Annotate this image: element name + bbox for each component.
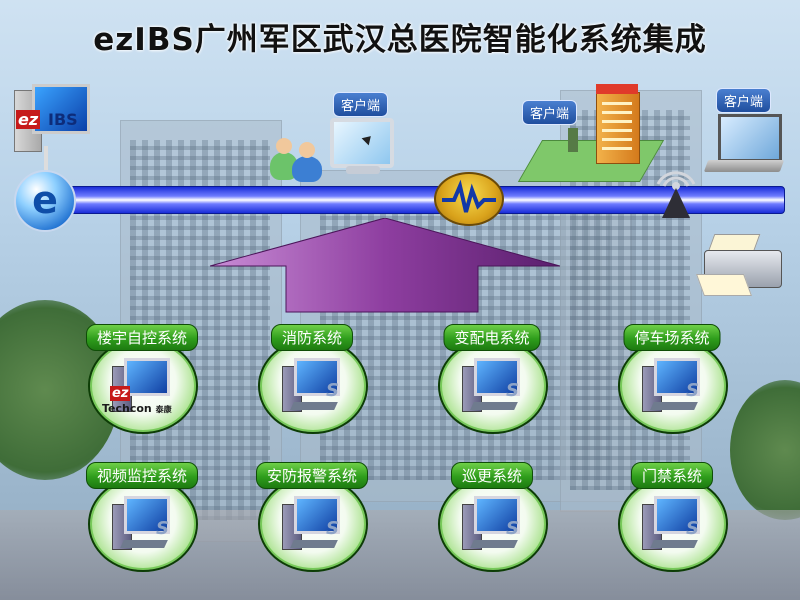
subsystem-power-distribution[interactable]: S 变配电系统 xyxy=(438,324,548,434)
subsystem-security-alarm[interactable]: S 安防报警系统 xyxy=(255,462,369,572)
computer-icon: S xyxy=(282,358,346,418)
subsystem-parking[interactable]: S 停车场系统 xyxy=(618,324,728,434)
computer-icon: S xyxy=(282,496,346,556)
client-label-2: 客户端 xyxy=(522,100,578,125)
vendor-logo-cn: 泰康 xyxy=(155,405,172,414)
subsystem-building-automation[interactable]: ez Techcon 泰康 楼宇自控系统 xyxy=(85,324,199,434)
client-label-3: 客户端 xyxy=(716,88,772,113)
server-icon: ez xyxy=(110,358,176,418)
building-icon xyxy=(517,80,665,185)
server-badge: ez xyxy=(16,110,41,129)
subsystem-label: 消防系统 xyxy=(270,324,354,351)
ie-icon: e xyxy=(14,170,76,232)
subsystem-label: 安防报警系统 xyxy=(255,462,369,489)
computer-icon: S xyxy=(462,496,526,556)
wireless-icon xyxy=(650,160,702,222)
page-title: ezIBS广州军区武汉总医院智能化系统集成 xyxy=(93,22,707,58)
upward-arrow xyxy=(209,217,561,322)
computer-icon: S xyxy=(462,358,526,418)
subsystem-label: 巡更系统 xyxy=(450,462,534,489)
printer-icon xyxy=(695,234,782,296)
subsystem-label: 变配电系统 xyxy=(443,324,541,351)
signal-icon xyxy=(434,172,504,226)
subsystem-patrol[interactable]: S 巡更系统 xyxy=(438,462,548,572)
monitor-icon xyxy=(330,118,394,168)
computer-icon: S xyxy=(112,496,176,556)
computer-icon: S xyxy=(642,358,706,418)
vendor-logo: Techcon xyxy=(102,402,152,415)
computer-icon: S xyxy=(642,496,706,556)
users-icon xyxy=(270,132,330,182)
subsystem-label: 楼宇自控系统 xyxy=(85,324,199,351)
server-icon: ez IBS xyxy=(14,84,90,174)
subsystem-video-surveillance[interactable]: S 视频监控系统 xyxy=(85,462,199,572)
subsystem-label: 门禁系统 xyxy=(630,462,714,489)
subsystem-label: 停车场系统 xyxy=(623,324,721,351)
subsystem-label: 视频监控系统 xyxy=(85,462,199,489)
server-brand: IBS xyxy=(48,110,78,129)
subsystem-fire-protection[interactable]: S 消防系统 xyxy=(258,324,368,434)
client-label-1: 客户端 xyxy=(333,92,389,117)
subsystem-access-control[interactable]: S 门禁系统 xyxy=(618,462,728,572)
network-bus xyxy=(38,186,785,214)
